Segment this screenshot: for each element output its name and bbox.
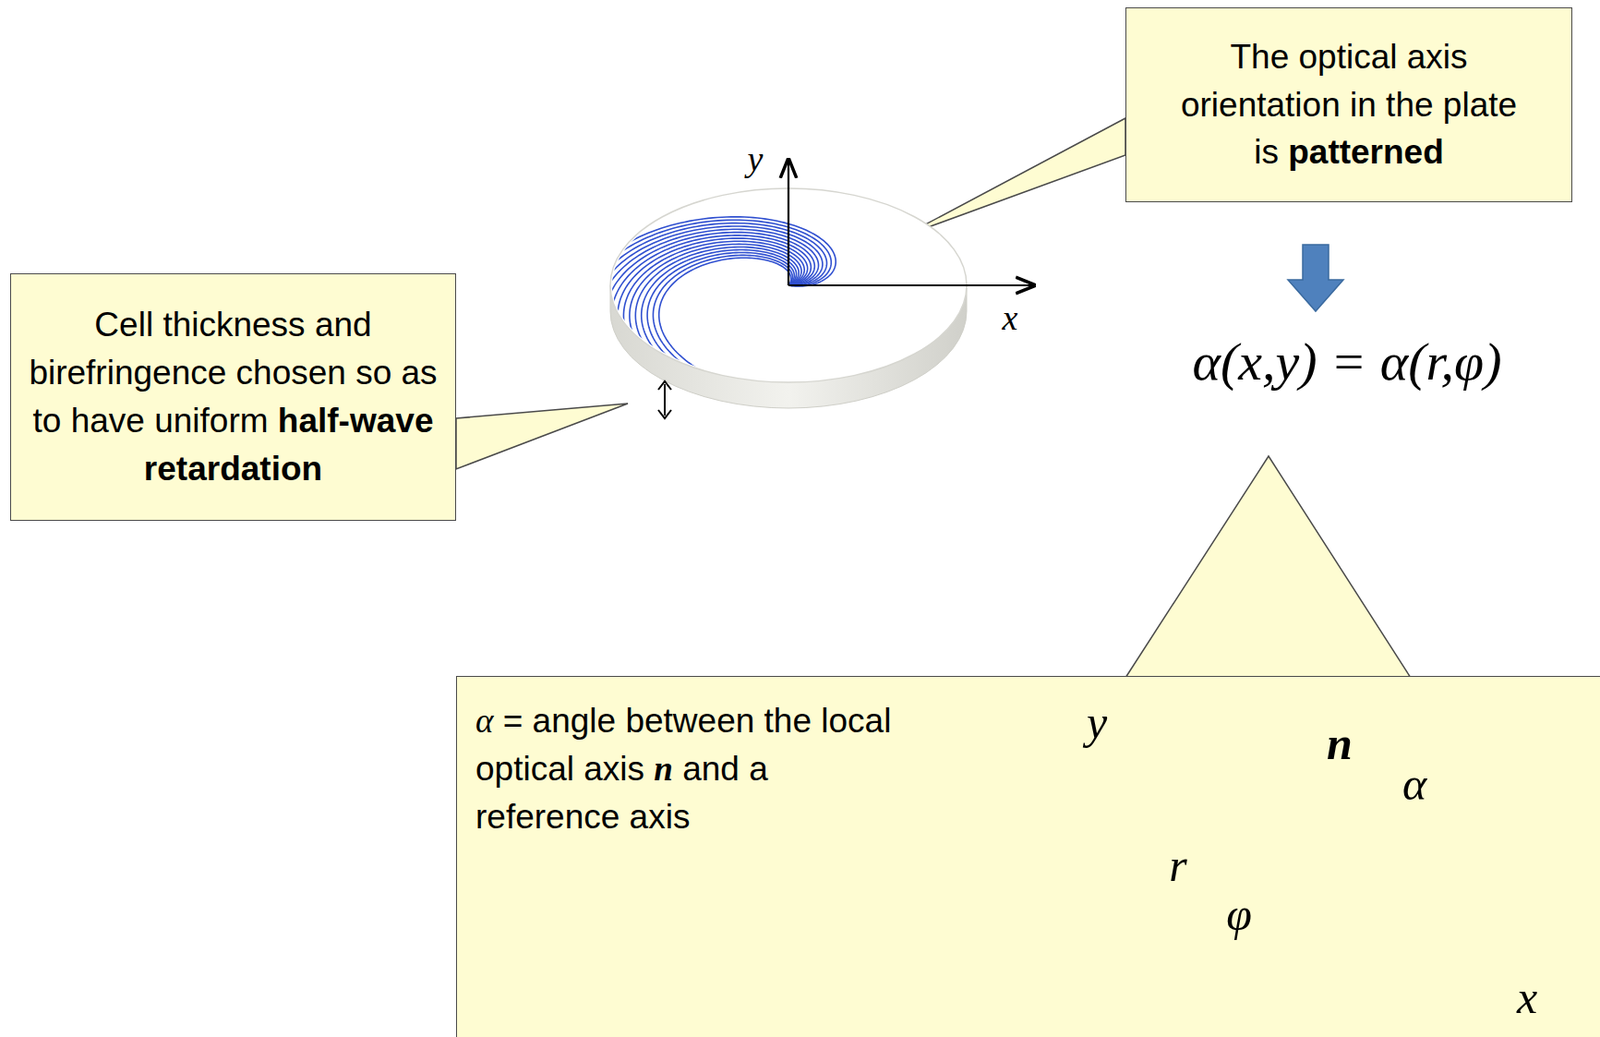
thickness-arrow [658, 381, 672, 419]
callout-box: α = angle between the local optical axis… [456, 675, 1600, 1037]
axis-label: x [1516, 974, 1538, 1021]
equation: α(x,y) = α(r,φ) [1191, 335, 1502, 389]
axis-label: y [1086, 698, 1107, 746]
thickness-arrow [663, 384, 666, 416]
callout-pointer [1125, 456, 1411, 678]
axis-line [659, 257, 800, 401]
callout-pointer [456, 403, 628, 470]
axis-line [605, 232, 815, 357]
x-axis [788, 284, 1035, 287]
axis-line [629, 243, 802, 387]
axis-line [647, 252, 794, 399]
callout-box: The optical axis orientation in the plat… [1125, 7, 1573, 203]
block-arrow [1287, 244, 1344, 312]
axis-label: φ [1226, 890, 1252, 938]
axis-label: r [1168, 842, 1187, 889]
axis-label: y [747, 141, 764, 177]
axis-label: n [1326, 720, 1353, 767]
axis-label: α [1402, 760, 1427, 807]
axis-pattern [577, 216, 837, 401]
axis-line [652, 254, 793, 401]
y-axis [787, 159, 790, 286]
callout-text: The optical axis orientation in the plat… [1172, 33, 1526, 177]
callout-pointer [902, 118, 1126, 237]
axis-line [641, 250, 797, 397]
callout-box: Cell thickness and birefringence chosen … [10, 273, 457, 521]
axis-line [577, 216, 837, 300]
axis-label: x [1002, 300, 1019, 336]
callout-text: Cell thickness and birefringence chosen … [27, 300, 439, 493]
callout-text: α = angle between the local optical axis… [475, 697, 919, 841]
